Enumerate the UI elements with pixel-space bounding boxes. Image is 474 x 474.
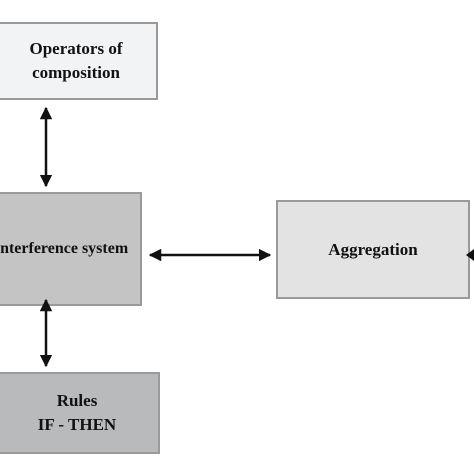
rules-box-line1: Rules — [56, 391, 98, 410]
operators-of-composition-box: Operators of composition — [0, 22, 158, 100]
operators-box-line1: Operators of — [29, 39, 123, 58]
operators-box-line2: composition — [32, 63, 120, 82]
rules-if-then-box: Rules IF - THEN — [0, 372, 160, 454]
inference-system-label: Interference system — [0, 240, 129, 257]
inference-system-box: Interference system — [0, 192, 142, 306]
aggregation-box: Aggregation — [276, 200, 470, 299]
arrow-into-aggregation-right-edge — [466, 249, 474, 261]
rules-box-line2: IF - THEN — [37, 415, 117, 434]
aggregation-label: Aggregation — [328, 239, 418, 259]
